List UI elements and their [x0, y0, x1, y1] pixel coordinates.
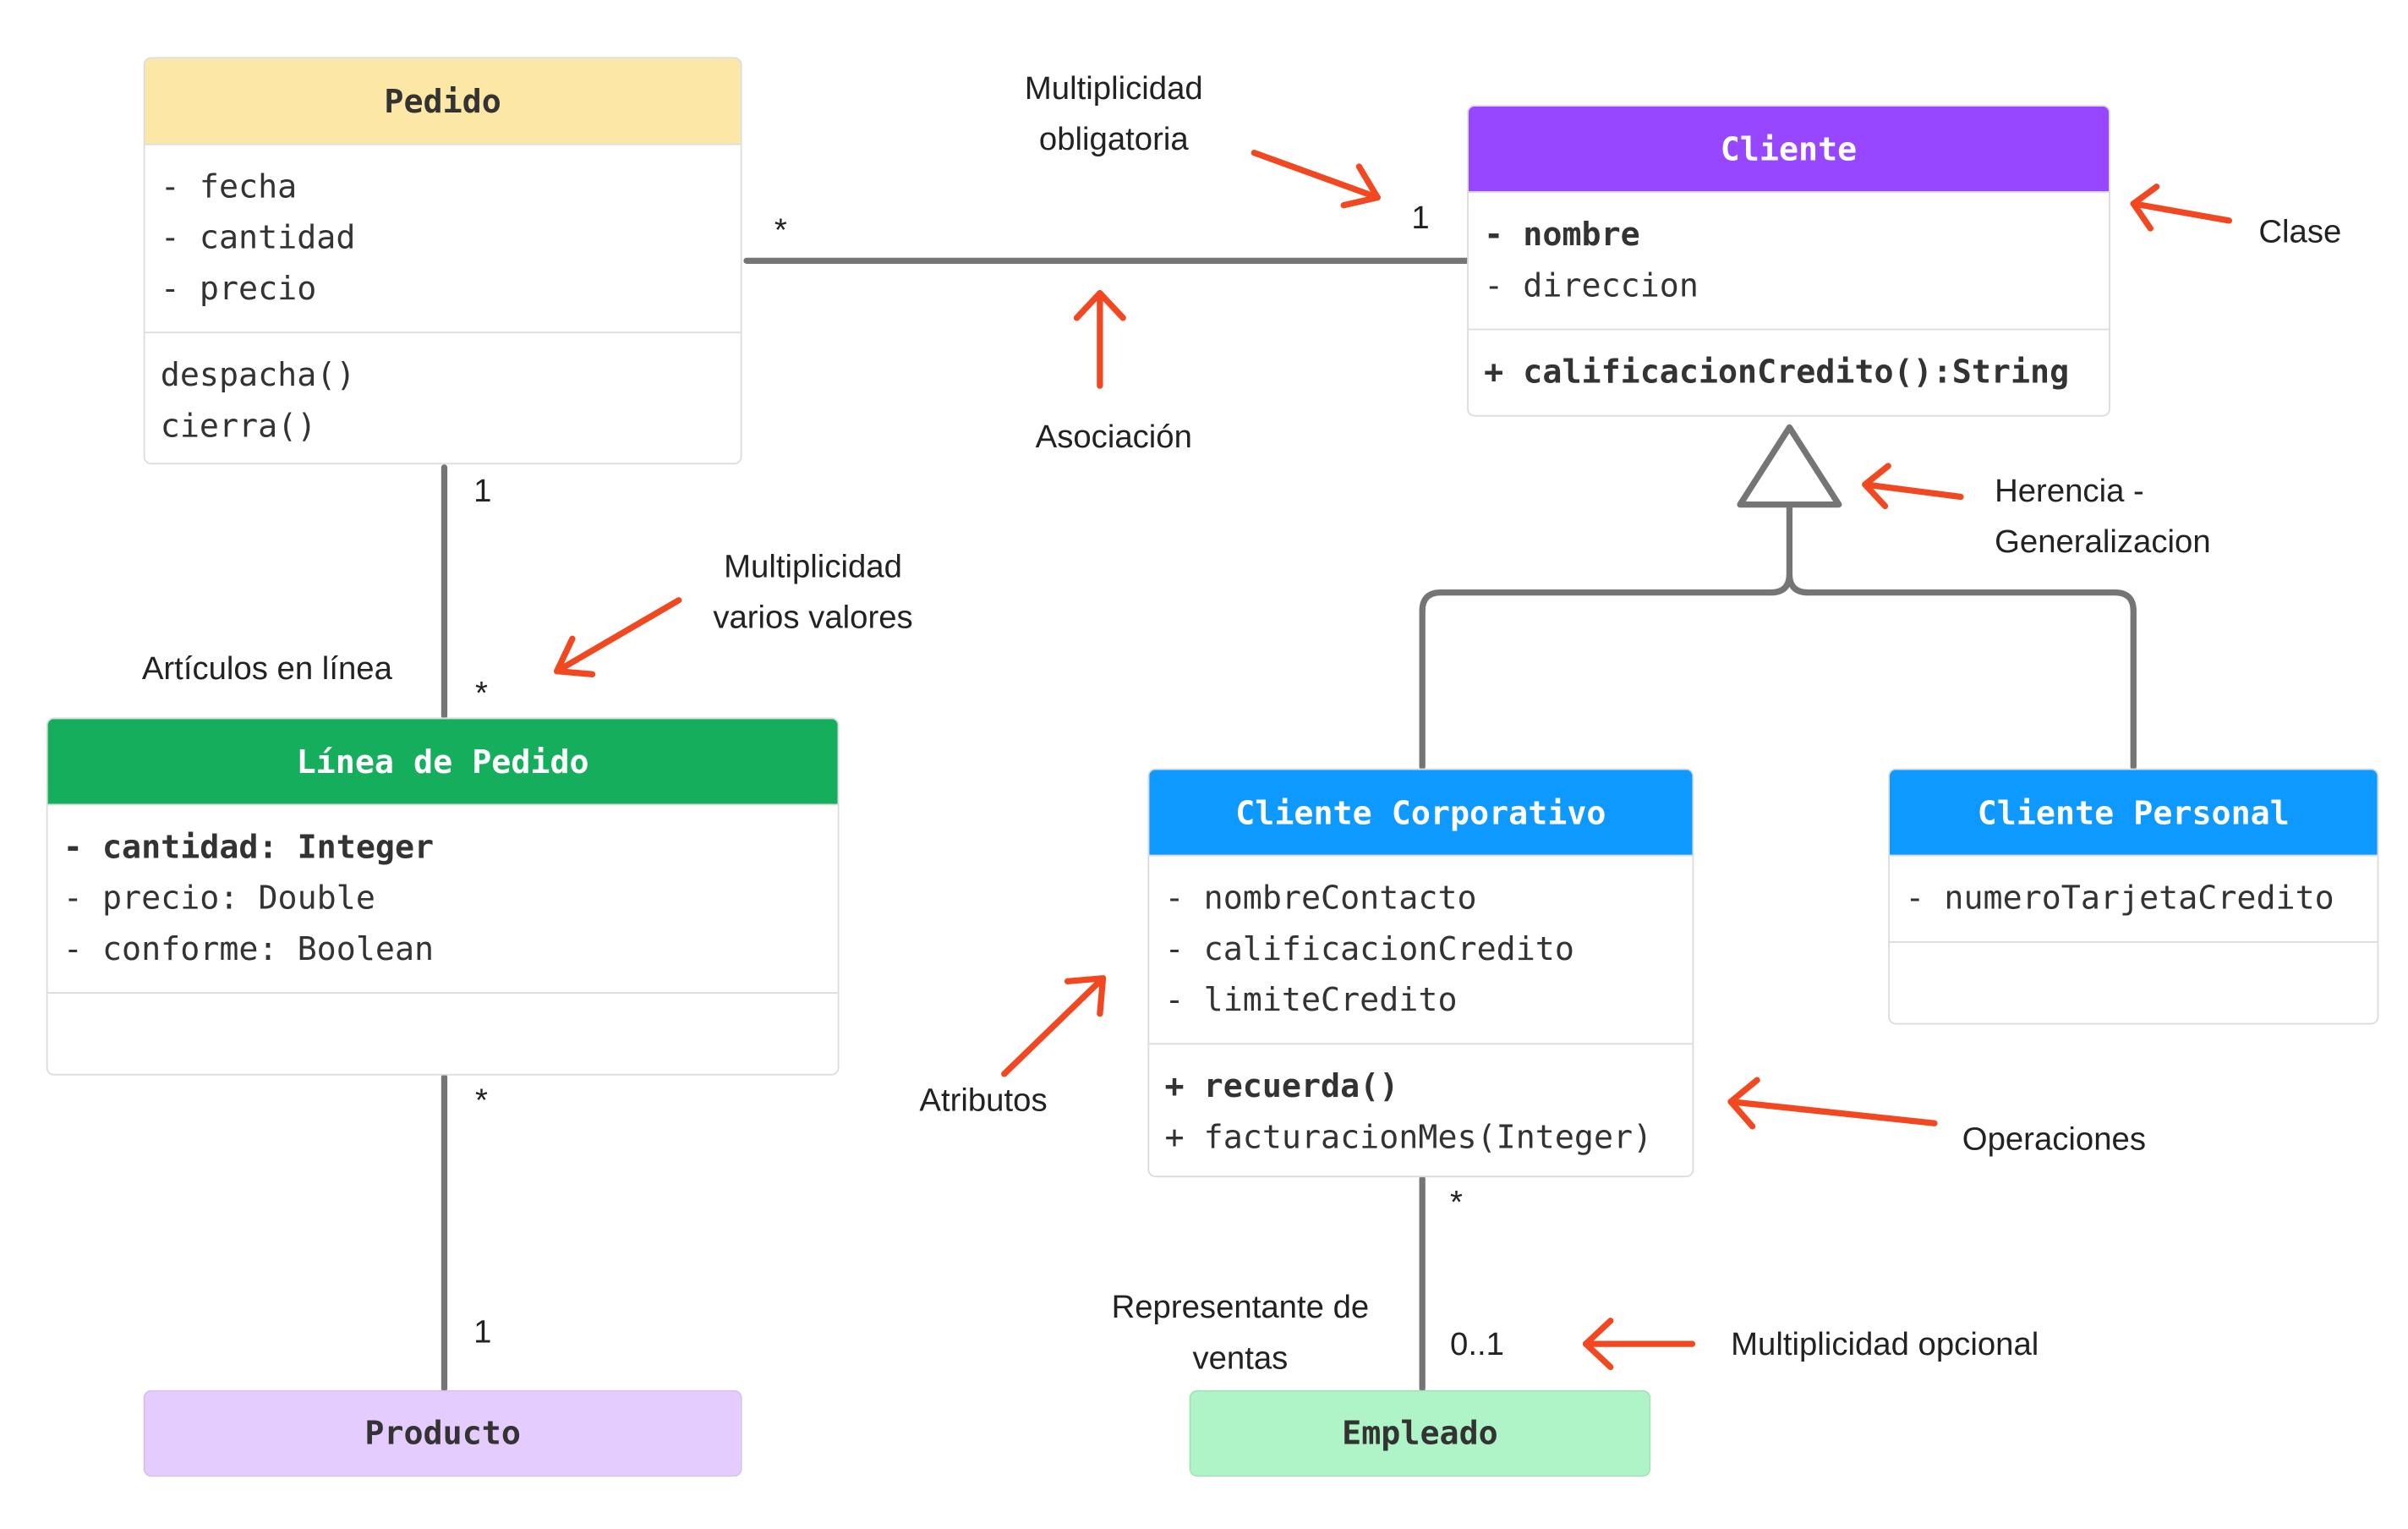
class-pedido-name: Pedido [384, 82, 501, 120]
attribute-row: - limiteCredito [1164, 981, 1458, 1019]
class-linea-pedido-name: Línea de Pedido [296, 743, 589, 781]
class-empleado-header: Empleado [1190, 1391, 1650, 1476]
note-line: Multiplicidad [724, 549, 902, 585]
attribute-row: - cantidad: Integer [63, 828, 435, 866]
arrow-operaciones-icon [1727, 1077, 1938, 1130]
operation-row: despacha() [160, 356, 356, 394]
class-cliente-operations: + calificacionCredito():String [1468, 328, 2110, 415]
arrow-multiplicidad-varios-icon [553, 597, 682, 677]
note-operaciones: Operaciones [1962, 1121, 2147, 1158]
class-linea-pedido[interactable]: Línea de Pedido - cantidad: Integer - pr… [46, 717, 840, 1076]
arrow-atributos-icon [1001, 975, 1107, 1077]
class-cliente-name: Cliente [1720, 130, 1858, 167]
note-multiplicidad-obligatoria: Multiplicidad obligatoria [988, 63, 1240, 165]
class-cliente-personal-operations [1890, 940, 2378, 1023]
generalization-triangle-icon [1737, 424, 1842, 508]
class-cliente-personal[interactable]: Cliente Personal - numeroTarjetaCredito [1888, 768, 2379, 1025]
class-pedido-header: Pedido [145, 58, 741, 144]
class-cliente-personal-name: Cliente Personal [1977, 793, 2290, 831]
note-clase: Clase [2258, 214, 2342, 250]
class-cliente-corporativo-name: Cliente Corporativo [1235, 793, 1606, 831]
class-cliente-personal-attributes: - numeroTarjetaCredito [1890, 854, 2378, 941]
class-pedido-operations: despacha() cierra() [145, 332, 741, 463]
attribute-row: - precio: Double [63, 879, 375, 917]
class-producto-header: Producto [145, 1391, 741, 1476]
note-articulos-en-linea: Artículos en línea [141, 650, 392, 687]
arrow-asociacion-icon [1073, 290, 1126, 389]
attribute-row: - precio [160, 270, 317, 308]
class-cliente[interactable]: Cliente - nombre - direccion + calificac… [1467, 105, 2110, 417]
note-line: varios valores [713, 600, 913, 636]
multiplicity-label: 1 [473, 1314, 492, 1351]
generalization-connector [1419, 500, 2137, 770]
class-producto-name: Producto [364, 1415, 521, 1452]
note-representante: Representante de ventas [1089, 1282, 1392, 1384]
multiplicity-label: * [474, 676, 488, 712]
note-line: Generalizacion [1995, 524, 2211, 561]
operation-row: + recuerda() [1164, 1067, 1399, 1105]
note-herencia: Herencia - Generalizacion [1995, 466, 2211, 567]
class-linea-pedido-attributes: - cantidad: Integer - precio: Double - c… [47, 803, 838, 993]
arrow-multiplicidad-opcional-icon [1582, 1318, 1696, 1371]
note-atributos: Atributos [919, 1082, 1048, 1119]
operation-row: cierra() [160, 407, 317, 445]
class-pedido[interactable]: Pedido - fecha - cantidad - precio despa… [143, 57, 742, 465]
class-cliente-header: Cliente [1468, 106, 2110, 192]
multiplicity-label: 0..1 [1450, 1327, 1504, 1363]
class-cliente-corporativo[interactable]: Cliente Corporativo - nombreContacto - c… [1147, 768, 1694, 1178]
attribute-row: - nombreContacto [1164, 879, 1477, 917]
multiplicity-label: * [474, 1082, 488, 1119]
note-line: Herencia - [1995, 474, 2144, 510]
attribute-row: - fecha [160, 167, 298, 206]
class-empleado[interactable]: Empleado [1189, 1389, 1651, 1477]
class-cliente-corporativo-attributes: - nombreContacto - calificacionCredito -… [1149, 854, 1693, 1044]
attribute-row: - calificacionCredito [1164, 930, 1574, 967]
class-pedido-attributes: - fecha - cantidad - precio [145, 143, 741, 332]
class-empleado-name: Empleado [1342, 1415, 1498, 1452]
class-producto[interactable]: Producto [143, 1389, 742, 1477]
attribute-row: - nombre [1484, 216, 1640, 254]
note-multiplicidad-opcional: Multiplicidad opcional [1731, 1327, 2039, 1363]
attribute-row: - cantidad [160, 219, 356, 256]
class-cliente-corporativo-header: Cliente Corporativo [1149, 770, 1693, 855]
multiplicity-label: * [774, 212, 787, 249]
note-multiplicidad-varios: Multiplicidad varios valores [688, 541, 939, 643]
operation-row: + facturacionMes(Integer) [1164, 1118, 1653, 1156]
note-line: ventas [1192, 1340, 1289, 1377]
class-cliente-personal-header: Cliente Personal [1890, 770, 2378, 855]
note-line: obligatoria [1038, 122, 1189, 158]
note-line: Representante de [1111, 1290, 1370, 1326]
attribute-row: - direccion [1484, 266, 1699, 304]
operation-row: + calificacionCredito():String [1484, 353, 2070, 391]
arrow-clase-icon [2130, 184, 2233, 232]
multiplicity-label: 1 [1411, 200, 1430, 237]
arrow-herencia-icon [1862, 463, 1964, 510]
class-linea-pedido-header: Línea de Pedido [47, 719, 838, 804]
class-cliente-corporativo-operations: + recuerda() + facturacionMes(Integer) [1149, 1043, 1693, 1176]
attribute-row: - conforme: Boolean [63, 930, 435, 967]
class-linea-pedido-operations [47, 992, 838, 1074]
arrow-multiplicidad-obligatoria-icon [1251, 149, 1381, 209]
class-cliente-attributes: - nombre - direccion [1468, 191, 2110, 328]
multiplicity-label: 1 [473, 474, 492, 510]
note-line: Multiplicidad [1024, 70, 1203, 107]
attribute-row: - numeroTarjetaCredito [1905, 879, 2334, 917]
multiplicity-label: * [1450, 1185, 1463, 1221]
note-asociacion: Asociación [1035, 419, 1192, 456]
